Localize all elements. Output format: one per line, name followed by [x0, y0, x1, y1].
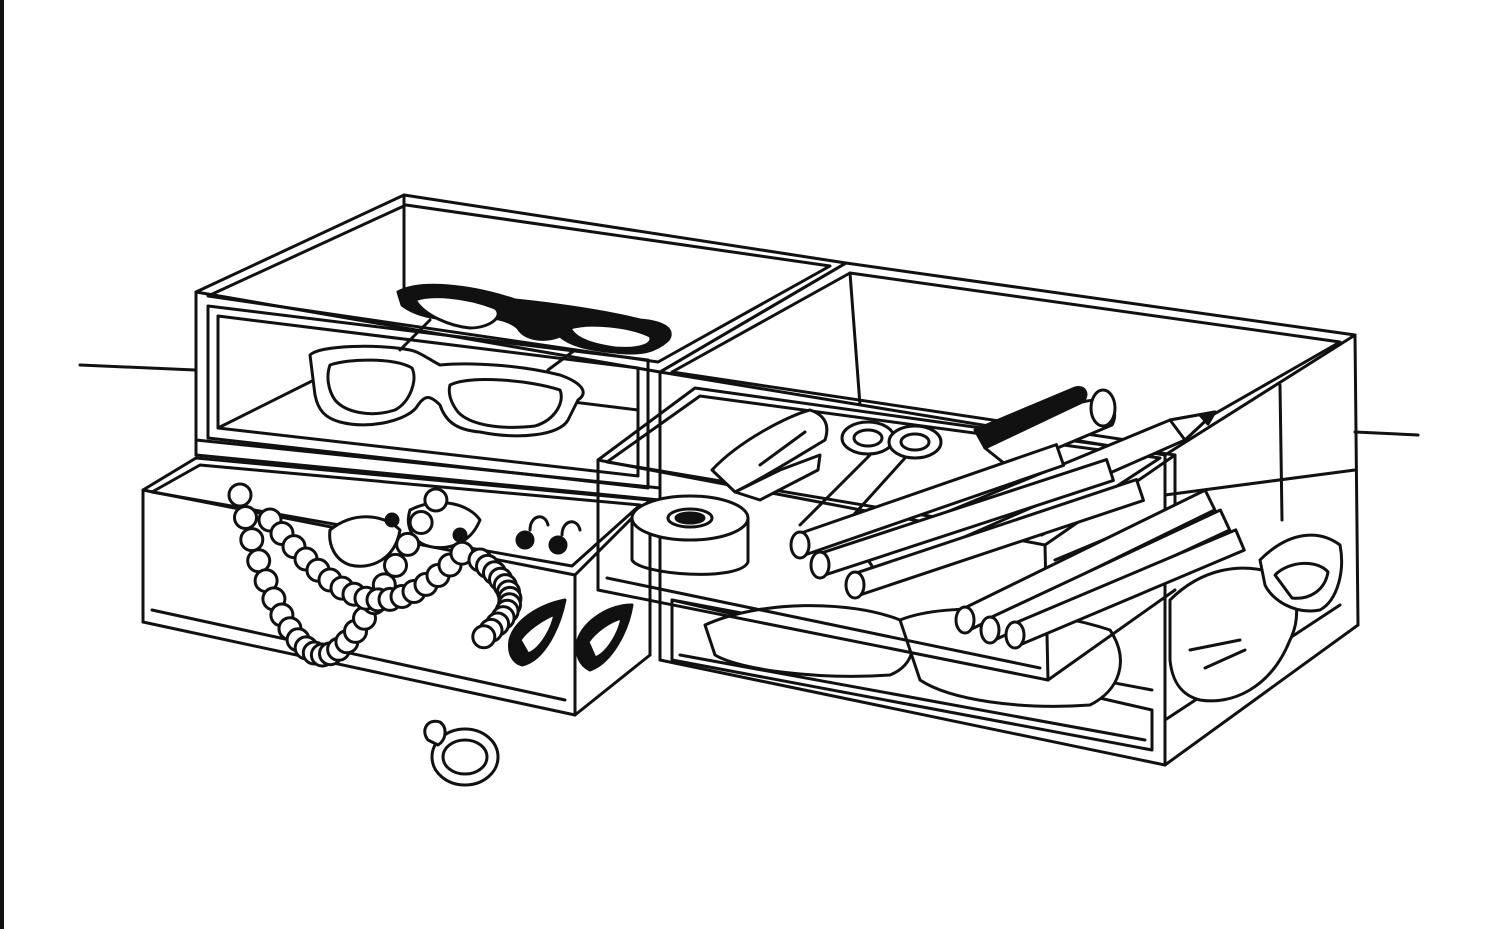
tape-roll — [632, 496, 748, 574]
pearl-bead — [397, 533, 419, 555]
pen-end — [956, 607, 974, 633]
pen-end — [791, 532, 809, 558]
pens — [791, 445, 1244, 648]
scissors — [800, 422, 941, 530]
black-cat-eye-glasses — [398, 285, 670, 353]
pearl-necklace — [229, 484, 521, 666]
pearl-bead — [410, 512, 432, 534]
pearl-bead — [385, 554, 407, 576]
pen-end — [811, 552, 829, 578]
ring — [425, 721, 498, 785]
pearl-bead — [473, 626, 495, 648]
pearl-bead — [229, 484, 251, 506]
pearl-bead — [241, 529, 263, 551]
drop-earrings — [510, 600, 633, 670]
pen-end — [1006, 622, 1024, 648]
stud-earrings — [386, 514, 580, 553]
table-edge — [80, 365, 1418, 435]
pen-end — [846, 572, 864, 598]
pearl-bead — [425, 489, 447, 511]
pen-end — [981, 617, 999, 643]
stapler — [712, 410, 827, 500]
marker — [975, 387, 1115, 468]
white-rectangle-glasses — [310, 320, 583, 436]
left-border — [0, 0, 4, 929]
pearl-bead — [235, 507, 257, 529]
